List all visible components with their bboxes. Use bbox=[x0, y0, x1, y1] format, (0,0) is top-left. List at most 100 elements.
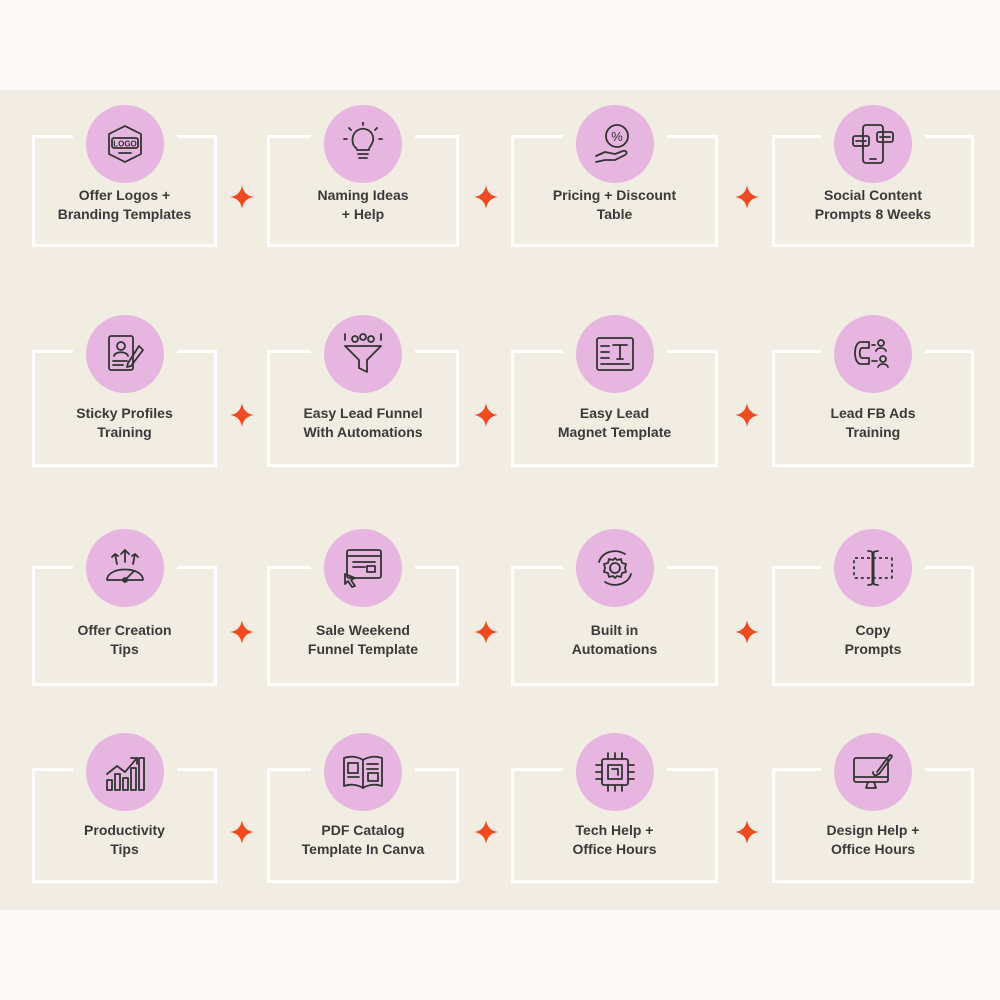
text-template-icon bbox=[593, 332, 637, 376]
feature-label-line: Easy Lead Funnel bbox=[303, 404, 423, 421]
feature-card: Tech Help + Office Hours bbox=[511, 733, 718, 883]
feature-label-line: With Automations bbox=[303, 423, 423, 440]
feature-label-line: Easy Lead bbox=[579, 404, 650, 421]
funnel-icon bbox=[341, 332, 385, 376]
icon-badge bbox=[834, 315, 912, 393]
feature-label-line: Tech Help + bbox=[575, 821, 654, 838]
icon-badge bbox=[834, 105, 912, 183]
plus-icon bbox=[733, 401, 761, 429]
plus-icon bbox=[228, 183, 256, 211]
open-book-icon bbox=[341, 750, 385, 794]
feature-label-line: Social Content bbox=[823, 187, 922, 203]
icon-badge bbox=[575, 733, 654, 811]
plus-icon bbox=[472, 818, 500, 846]
feature-card: Design Help + Office Hours bbox=[772, 733, 974, 883]
feature-card: Built in Automations bbox=[511, 529, 718, 686]
icon-badge: LOGO bbox=[85, 105, 164, 183]
feature-label-line: Copy bbox=[855, 622, 891, 638]
plus-icon bbox=[228, 818, 256, 846]
icon-badge bbox=[834, 529, 912, 607]
gear-cycle-icon bbox=[593, 546, 637, 590]
icon-badge bbox=[324, 315, 402, 393]
profile-document-icon bbox=[103, 332, 147, 376]
feature-label-line: Sticky Profiles bbox=[76, 404, 173, 421]
feature-label-line: Office Hours bbox=[572, 840, 657, 857]
icon-badge bbox=[324, 733, 402, 811]
feature-label-line: Automations bbox=[571, 641, 658, 657]
feature-label-line: PDF Catalog bbox=[321, 821, 405, 838]
feature-label-line: Naming Ideas bbox=[317, 187, 409, 203]
plus-icon bbox=[228, 401, 256, 429]
content-band bbox=[0, 90, 1000, 910]
feature-label-line: Tips bbox=[110, 840, 139, 857]
browser-cursor-icon bbox=[341, 546, 385, 590]
phone-chat-icon bbox=[851, 122, 895, 166]
feature-label-line: Tips bbox=[110, 641, 139, 657]
lightbulb-icon bbox=[341, 122, 385, 166]
feature-label: Design Help + Office Hours bbox=[775, 821, 971, 859]
icon-badge bbox=[85, 315, 164, 393]
feature-label: Tech Help + Office Hours bbox=[514, 821, 715, 859]
feature-label: Built in Automations bbox=[514, 621, 715, 659]
icon-badge bbox=[85, 733, 164, 811]
feature-label-line: Design Help + bbox=[826, 821, 920, 838]
discount-hand-icon: % bbox=[593, 122, 637, 166]
plus-icon bbox=[733, 183, 761, 211]
feature-label-line: + Help bbox=[341, 206, 385, 222]
plus-icon bbox=[228, 618, 256, 646]
feature-label-line: Productivity bbox=[84, 821, 165, 838]
plus-icon bbox=[472, 183, 500, 211]
plus-icon bbox=[472, 618, 500, 646]
magnet-people-icon bbox=[851, 332, 895, 376]
speedometer-icon bbox=[103, 546, 147, 590]
feature-label-line: Template In Canva bbox=[301, 840, 425, 857]
feature-label-line: Training bbox=[97, 423, 152, 440]
monitor-brush-icon bbox=[851, 750, 895, 794]
plus-icon bbox=[733, 818, 761, 846]
feature-label-line: Training bbox=[845, 423, 901, 440]
feature-card: Naming Ideas + Help bbox=[267, 105, 459, 247]
feature-label-line: Lead FB Ads bbox=[830, 404, 916, 421]
plus-icon bbox=[472, 401, 500, 429]
icon-badge bbox=[85, 529, 164, 607]
svg-text:LOGO: LOGO bbox=[113, 140, 137, 149]
feature-label-line: Prompts bbox=[844, 641, 902, 657]
feature-label-line: Built in bbox=[590, 622, 639, 638]
icon-badge bbox=[324, 105, 402, 183]
logo-icon: LOGO bbox=[103, 122, 147, 166]
feature-label-line: Table bbox=[596, 206, 633, 222]
svg-text:%: % bbox=[611, 129, 623, 144]
icon-badge bbox=[575, 529, 654, 607]
feature-label-line: Offer Logos + bbox=[78, 187, 171, 203]
feature-label-line: Pricing + Discount bbox=[552, 187, 677, 203]
icon-badge bbox=[834, 733, 912, 811]
feature-label-line: Funnel Template bbox=[307, 641, 419, 657]
feature-label: Naming Ideas + Help bbox=[270, 186, 456, 224]
icon-badge bbox=[575, 315, 654, 393]
feature-label-line: Magnet Template bbox=[557, 423, 672, 440]
icon-badge bbox=[324, 529, 402, 607]
text-cursor-icon bbox=[851, 546, 895, 590]
feature-label-line: Office Hours bbox=[830, 840, 915, 857]
plus-icon bbox=[733, 618, 761, 646]
